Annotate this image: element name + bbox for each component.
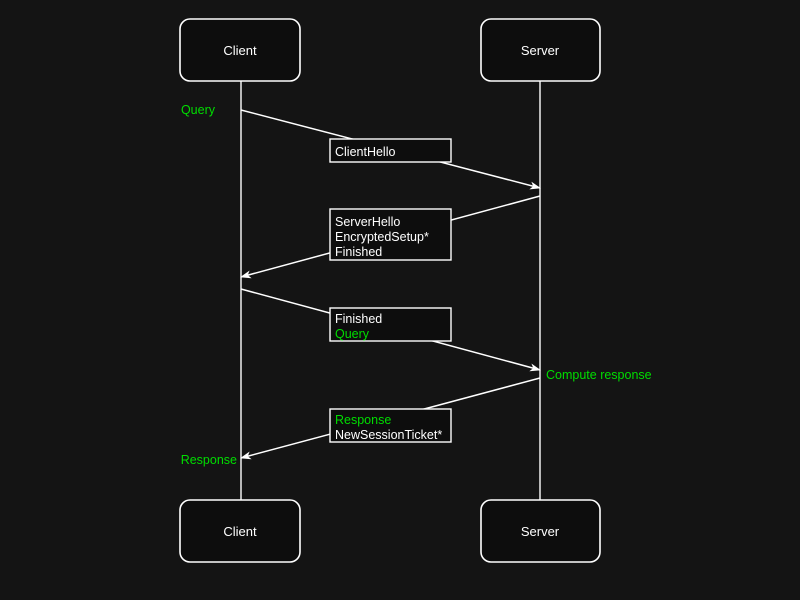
message-box-client-hello[interactable]: ClientHello (329, 138, 452, 163)
message-line: Finished (335, 245, 382, 259)
compute-response-label: Compute response (546, 368, 652, 382)
message-line-accent: Query (335, 327, 370, 341)
message-line: ServerHello (335, 215, 400, 229)
message-line: ClientHello (335, 145, 395, 159)
message-box-finished-query[interactable]: Finished Query (329, 307, 452, 342)
participant-client-top[interactable]: Client (179, 18, 301, 82)
participant-label: Server (521, 43, 560, 58)
message-line: NewSessionTicket* (335, 428, 442, 442)
message-line: EncryptedSetup* (335, 230, 429, 244)
query-label: Query (181, 103, 216, 117)
bottom-participants: Client Server (179, 499, 601, 563)
top-participants: Client Server (179, 18, 601, 82)
message-box-frame[interactable] (329, 138, 452, 163)
response-label: Response (181, 453, 237, 467)
message-line-accent: Response (335, 413, 391, 427)
participant-box[interactable] (179, 18, 301, 82)
message-line: Finished (335, 312, 382, 326)
message-boxes: ClientHello ServerHello EncryptedSetup* … (329, 138, 452, 443)
message-box-response-ticket[interactable]: Response NewSessionTicket* (329, 408, 452, 443)
participant-box[interactable] (480, 499, 601, 563)
message-box-frame[interactable] (329, 408, 452, 443)
participant-label: Client (223, 43, 257, 58)
message-box-server-hello[interactable]: ServerHello EncryptedSetup* Finished (329, 208, 452, 261)
side-labels: Query Compute response Response (181, 103, 652, 467)
participant-server-top[interactable]: Server (480, 18, 601, 82)
participant-client-bottom[interactable]: Client (179, 499, 301, 563)
participant-label: Client (223, 524, 257, 539)
participant-label: Server (521, 524, 560, 539)
message-box-frame[interactable] (329, 307, 452, 342)
participant-box[interactable] (179, 499, 301, 563)
message-box-frame[interactable] (329, 208, 452, 261)
participant-server-bottom[interactable]: Server (480, 499, 601, 563)
participant-box[interactable] (480, 18, 601, 82)
lifelines (240, 81, 541, 500)
